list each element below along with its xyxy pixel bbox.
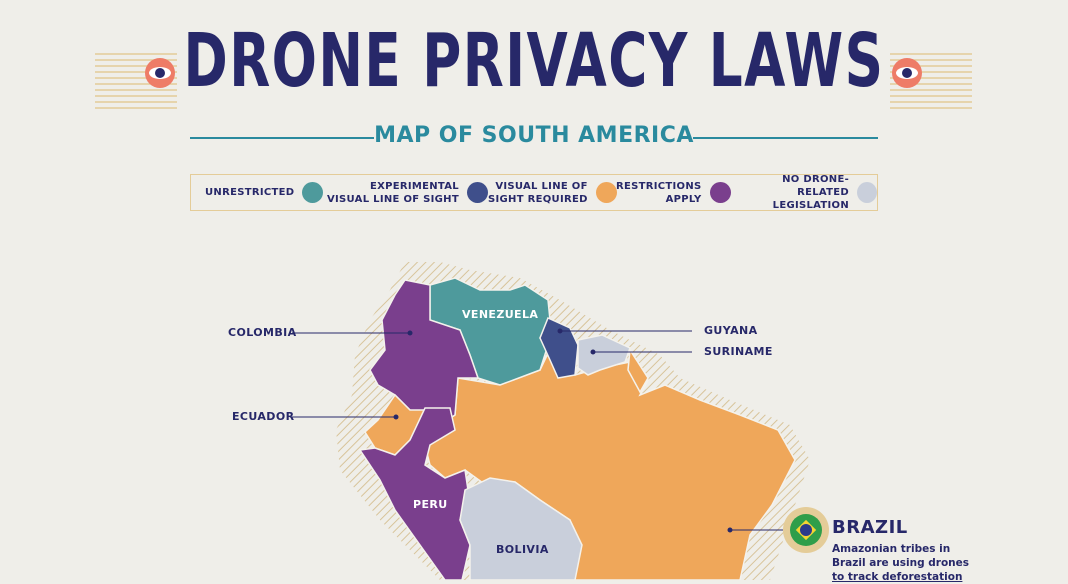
- legend-swatch: [709, 182, 731, 203]
- callout-dot-ecuador: [393, 414, 399, 420]
- brazil-title: BRAZIL: [832, 517, 908, 538]
- subtitle-rule-right: [693, 137, 878, 139]
- callout-dot-colombia: [407, 330, 413, 336]
- legend-swatch: [302, 182, 324, 203]
- brazil-flag-icon: [790, 514, 822, 546]
- label-guyana: GUYANA: [704, 324, 758, 337]
- label-bolivia: BOLIVIA: [496, 543, 549, 556]
- header-stripes-left: [95, 53, 177, 109]
- legend-swatch: [595, 182, 617, 203]
- country-french-guiana: [627, 347, 649, 394]
- callout-dot-suriname: [590, 349, 596, 355]
- label-colombia: COLOMBIA: [228, 326, 297, 339]
- page-title: DRONE PRIVACY LAWS: [183, 18, 885, 104]
- legend-item-unrestricted: UNRESTRICTED: [205, 175, 324, 210]
- callout-dot-guyana: [557, 328, 563, 334]
- header: DRONE PRIVACY LAWS MAP OF SOUTH AMERICA: [0, 0, 1068, 148]
- legend-label: UNRESTRICTED: [205, 187, 295, 198]
- label-ecuador: ECUADOR: [232, 410, 295, 423]
- country-bolivia: [459, 477, 583, 580]
- country-peru: [358, 407, 471, 580]
- eye-icon: [145, 58, 175, 88]
- country-suriname: [577, 334, 631, 376]
- callout-dot-brazil: [727, 527, 733, 533]
- legend-swatch: [857, 182, 877, 203]
- label-peru: PERU: [413, 498, 448, 511]
- page-subtitle: MAP OF SOUTH AMERICA: [374, 123, 694, 148]
- eye-icon: [892, 58, 922, 88]
- label-suriname: SURINAME: [704, 345, 773, 358]
- legend-swatch: [466, 182, 488, 203]
- label-venezuela: VENEZUELA: [462, 308, 539, 321]
- brazil-description: Amazonian tribes in Brazil are using dro…: [832, 543, 969, 583]
- subtitle-rule-left: [190, 137, 374, 139]
